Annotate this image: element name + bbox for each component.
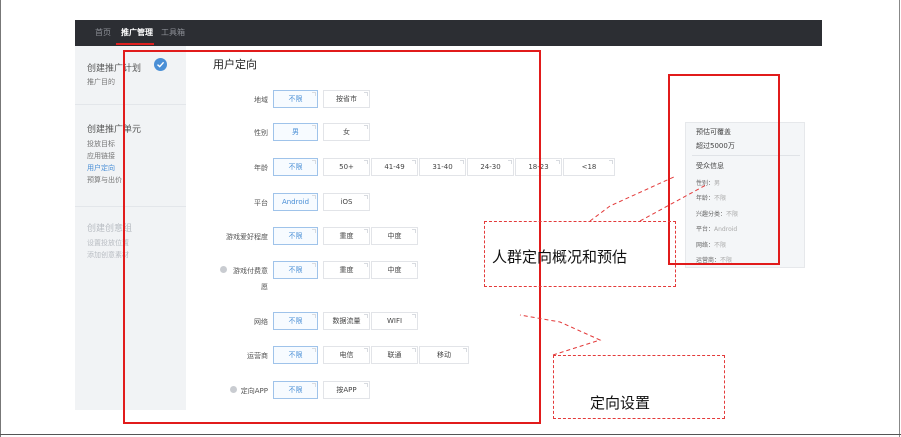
sidebar: 创建推广计划 推广目的 创建推广单元 投放目标 应用链接 用户定向 预算与出价 … — [75, 46, 186, 410]
game-preference-option-unlimited[interactable]: 不限 — [273, 227, 318, 245]
network-option-mobile-data[interactable]: 数据流量 — [323, 312, 370, 330]
sidebar-item-placement[interactable]: 设置投放位置 — [87, 239, 129, 247]
audience-info-interest: 兴趣分类：不限 — [696, 211, 739, 218]
nav-promotion-management[interactable]: 推广管理 — [121, 28, 153, 37]
arrow-line-age — [639, 184, 707, 222]
settings-callout-box — [553, 355, 725, 419]
age-option-18-23[interactable]: 18-23 — [515, 158, 562, 176]
carrier-option-unicom[interactable]: 联通 — [371, 346, 418, 364]
game-pay-label: 游戏付费意 — [233, 267, 268, 275]
age-option-41-49[interactable]: 41-49 — [371, 158, 418, 176]
network-option-unlimited[interactable]: 不限 — [273, 312, 318, 330]
active-nav-underline — [116, 43, 154, 45]
sidebar-item-goal[interactable]: 推广目的 — [87, 78, 115, 86]
audience-info-title: 受众信息 — [696, 162, 724, 170]
frame-left-border — [0, 0, 1, 437]
region-option-unlimited[interactable]: 不限 — [273, 90, 318, 108]
gender-label: 性别 — [254, 129, 268, 137]
targeting-settings-highlight — [123, 50, 541, 424]
age-option-under-18[interactable]: <18 — [563, 158, 615, 176]
audience-info-gender: 性别：男 — [696, 180, 721, 187]
game-preference-option-heavy[interactable]: 重度 — [323, 227, 370, 245]
sidebar-step-plan[interactable]: 创建推广计划 — [87, 64, 142, 74]
settings-callout-text: 定向设置 — [590, 394, 651, 412]
nav-home[interactable]: 首页 — [95, 28, 111, 37]
sidebar-item-budget-bid[interactable]: 预算与出价 — [87, 176, 122, 184]
arrow-line-gender — [589, 175, 677, 222]
carrier-option-mobile[interactable]: 移动 — [419, 346, 469, 364]
sidebar-item-creative-material[interactable]: 添加创意素材 — [87, 251, 129, 259]
sidebar-step-unit[interactable]: 创建推广单元 — [87, 125, 142, 135]
game-pay-option-heavy[interactable]: 重度 — [323, 261, 370, 279]
age-label: 年龄 — [254, 164, 268, 172]
page-title: 用户定向 — [213, 58, 257, 71]
age-option-unlimited[interactable]: 不限 — [273, 158, 318, 176]
carrier-option-telecom[interactable]: 电信 — [323, 346, 370, 364]
network-label: 网络 — [254, 318, 268, 326]
sidebar-item-user-targeting[interactable]: 用户定向 — [87, 164, 115, 172]
audience-info-network: 网络：不限 — [696, 242, 727, 249]
overview-callout-box — [484, 221, 676, 287]
platform-option-ios[interactable]: iOS — [323, 193, 370, 211]
game-preference-option-medium[interactable]: 中度 — [371, 227, 418, 245]
game-pay-option-unlimited[interactable]: 不限 — [273, 261, 318, 279]
sidebar-item-app-link[interactable]: 应用链接 — [87, 152, 115, 160]
sidebar-divider — [75, 104, 186, 105]
sidebar-item-target[interactable]: 投放目标 — [87, 140, 115, 148]
sidebar-divider — [75, 206, 186, 207]
frame-bottom-border — [0, 434, 901, 435]
age-option-50-plus[interactable]: 50+ — [323, 158, 370, 176]
audience-info-platform: 平台：Android — [696, 226, 738, 233]
top-navigation-bar: 首页 推广管理 工具箱 — [75, 20, 822, 46]
estimate-divider — [692, 155, 800, 156]
arrow-line-settings — [519, 314, 602, 356]
network-option-wifi[interactable]: WIFI — [371, 312, 418, 330]
estimate-value: 超过5000万 — [696, 142, 735, 150]
audience-info-carrier: 运营商：不限 — [696, 257, 733, 264]
gender-option-female[interactable]: 女 — [323, 123, 370, 141]
region-option-by-province[interactable]: 按省市 — [323, 90, 370, 108]
audience-info-age: 年龄：不限 — [696, 195, 727, 202]
help-icon[interactable] — [230, 386, 237, 393]
audience-estimate-panel: 预估可覆盖 超过5000万 受众信息 性别：男 年龄：不限 兴趣分类：不限 平台… — [685, 122, 805, 268]
game-pay-label-wrap: 愿 — [261, 283, 268, 291]
frame-right-border — [899, 0, 900, 437]
check-circle-icon — [154, 58, 167, 71]
carrier-option-unlimited[interactable]: 不限 — [273, 346, 318, 364]
estimate-highlight — [668, 74, 780, 265]
help-icon[interactable] — [220, 266, 227, 273]
game-preference-label: 游戏爱好程度 — [226, 233, 268, 241]
nav-toolbox[interactable]: 工具箱 — [161, 28, 185, 37]
carrier-label: 运营商 — [247, 352, 268, 360]
sidebar-step-creative[interactable]: 创建创意组 — [87, 224, 133, 234]
app-option-unlimited[interactable]: 不限 — [273, 381, 318, 399]
platform-label: 平台 — [254, 199, 268, 207]
gender-option-male[interactable]: 男 — [273, 123, 318, 141]
platform-option-android[interactable]: Android — [273, 193, 318, 211]
estimate-title: 预估可覆盖 — [696, 128, 731, 136]
age-option-24-30[interactable]: 24-30 — [467, 158, 514, 176]
region-label: 地域 — [254, 96, 268, 104]
app-targeting-label: 定向APP — [240, 387, 268, 395]
app-option-by-app[interactable]: 按APP — [323, 381, 370, 399]
age-option-31-40[interactable]: 31-40 — [419, 158, 466, 176]
game-pay-option-medium[interactable]: 中度 — [371, 261, 418, 279]
overview-callout-text: 人群定向概况和预估 — [492, 248, 628, 266]
